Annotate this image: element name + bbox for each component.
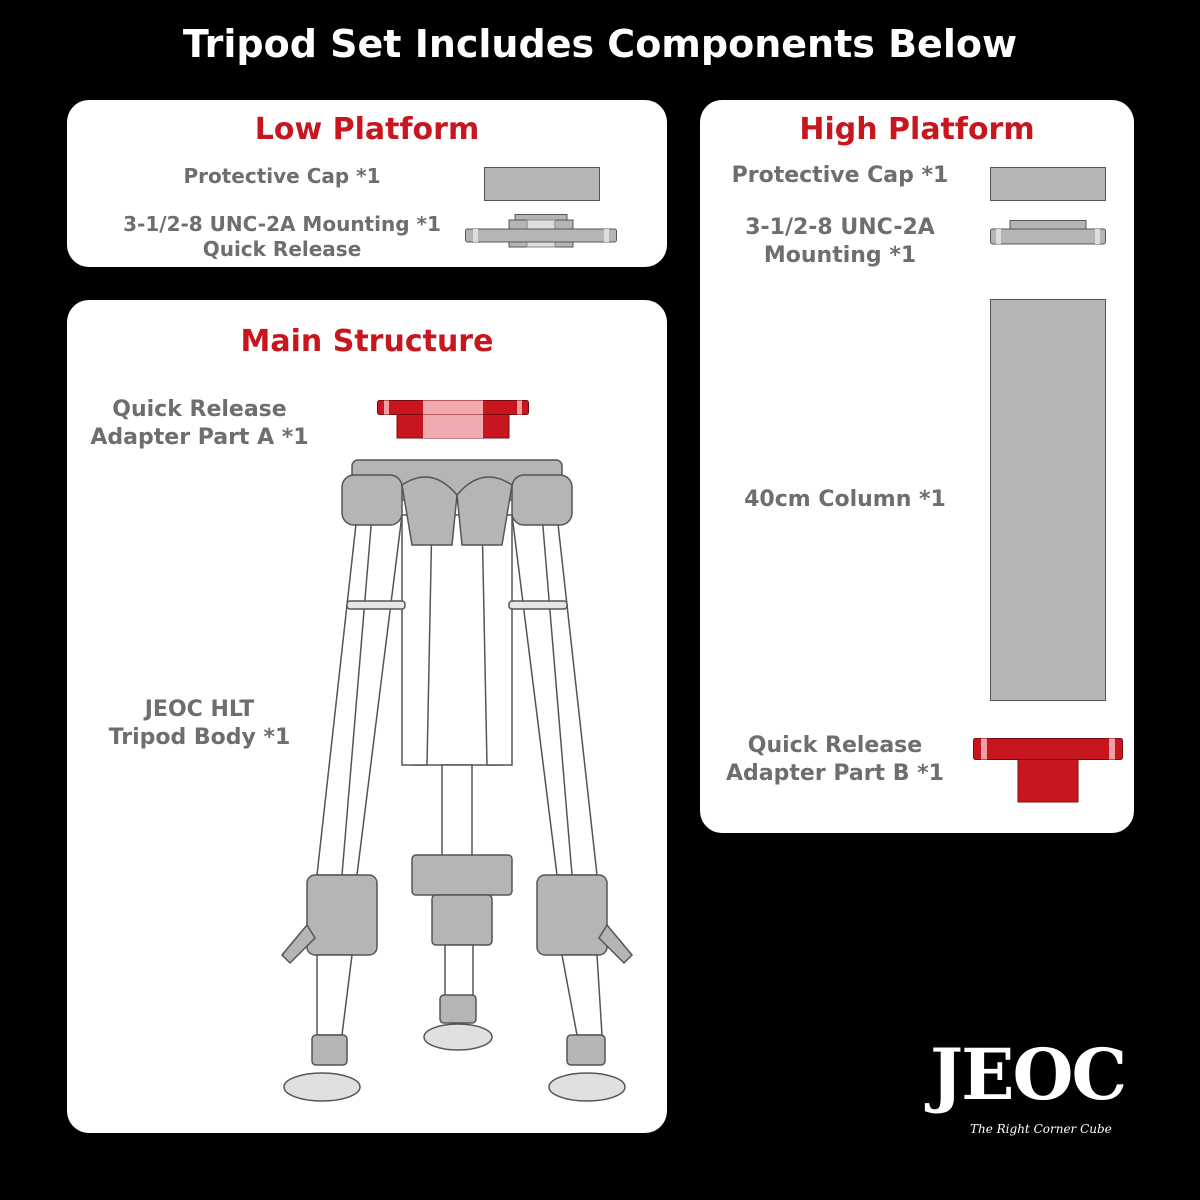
high-column-part (990, 299, 1106, 701)
high-platform-panel: High Platform Protective Cap *1 3-1/2-8 … (700, 100, 1134, 833)
low-mounting-label: 3-1/2-8 UNC-2A Mounting *1 Quick Release (87, 212, 477, 262)
main-structure-panel: Main Structure Quick Release Adapter Par… (67, 300, 667, 1133)
main-body-line1: JEOC HLT (144, 697, 255, 722)
brand-logo: JEOC The Right Corner Cube (930, 1040, 1140, 1140)
brand-tagline: The Right Corner Cube (970, 1122, 1112, 1136)
high-mounting-part (990, 220, 1106, 245)
main-adapter-label: Quick Release Adapter Part A *1 (77, 396, 322, 451)
main-body-label: JEOC HLT Tripod Body *1 (87, 696, 312, 751)
main-adapter-line2: Adapter Part A *1 (90, 424, 309, 450)
low-protective-cap-part (484, 167, 600, 201)
high-protective-cap-part (990, 167, 1106, 201)
high-column-label: 40cm Column *1 (744, 487, 946, 512)
high-mounting-line1: 3-1/2-8 UNC-2A (745, 215, 935, 240)
low-mounting-line2: Quick Release (202, 237, 362, 261)
high-adapter-line1: Quick Release (747, 733, 923, 758)
main-adapter-line1: Quick Release (112, 397, 287, 422)
high-cap-label: Protective Cap *1 (731, 163, 949, 188)
page-title: Tripod Set Includes Components Below (182, 22, 1018, 66)
high-adapter-line2: Adapter Part B *1 (726, 760, 944, 786)
low-platform-panel: Low Platform Protective Cap *1 3-1/2-8 U… (67, 100, 667, 267)
low-mounting-line1: 3-1/2-8 UNC-2A Mounting *1 (123, 212, 441, 236)
main-body-line2: Tripod Body *1 (108, 724, 291, 750)
high-platform-title: High Platform (799, 112, 1035, 147)
low-platform-title: Low Platform (254, 112, 480, 147)
tripod-body-illustration (280, 459, 634, 1102)
high-mounting-label: 3-1/2-8 UNC-2A Mounting *1 (720, 214, 960, 269)
main-adapter-a-part (377, 400, 529, 439)
high-adapter-label: Quick Release Adapter Part B *1 (710, 732, 960, 787)
low-mounting-part (465, 214, 617, 248)
high-adapter-b-part (973, 738, 1123, 803)
brand-logo-text: JEOC (930, 1033, 1127, 1116)
low-cap-label: Protective Cap *1 (183, 164, 381, 188)
high-mounting-line2: Mounting *1 (763, 242, 917, 268)
main-structure-title: Main Structure (240, 324, 494, 359)
